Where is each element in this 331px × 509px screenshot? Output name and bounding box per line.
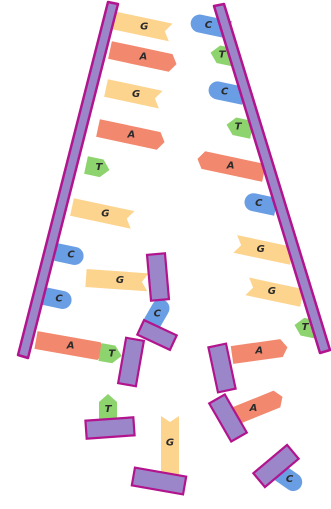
- base-letter: G: [268, 286, 276, 297]
- base-letter: A: [226, 160, 235, 171]
- left-strand-A-base: A: [96, 119, 166, 151]
- base-letter: T: [302, 322, 310, 333]
- base-letter: G: [257, 244, 265, 255]
- base-letter: A: [254, 346, 263, 357]
- base-letter: G: [116, 275, 124, 286]
- left-strand-C-base: C: [42, 287, 73, 310]
- free-nucleotide-g-G-base: G: [161, 416, 179, 476]
- free-nucleotide-a-A-base: A: [231, 338, 289, 364]
- right-strand-A-base: A: [196, 150, 266, 182]
- right-strand-G-base: G: [245, 278, 304, 307]
- base-letter: T: [105, 404, 113, 415]
- left-strand-G-base: G: [104, 79, 163, 108]
- base-letter: G: [132, 89, 140, 100]
- base-letter: C: [55, 294, 63, 305]
- loose-sugar-b: [118, 338, 144, 386]
- base-letter: T: [219, 50, 227, 61]
- left-strand-G-base: G: [110, 11, 172, 41]
- left-strand-G-base: G: [70, 198, 134, 228]
- base-letter: A: [249, 403, 258, 414]
- base-letter: C: [205, 20, 213, 31]
- left-strand-C-base: C: [54, 243, 85, 266]
- base-letter: A: [66, 341, 75, 352]
- left-strand-G-base: G: [85, 269, 148, 291]
- base-letter: A: [126, 130, 135, 141]
- base-letter: G: [101, 209, 109, 220]
- base-letter: C: [286, 474, 294, 485]
- base-letter: A: [138, 52, 147, 63]
- base-letter: G: [166, 438, 174, 449]
- left-strand-A-base: A: [34, 331, 106, 361]
- base-layer: G A G A T G C G C A C T C T A C G G T T C A A T G C: [34, 11, 319, 494]
- loose-sugar-a: [147, 253, 169, 300]
- base-letter: C: [221, 86, 229, 97]
- base-letter: C: [255, 198, 263, 209]
- base-letter: T: [95, 162, 103, 173]
- free-nucleotide-t-T-base: T: [98, 343, 123, 365]
- left-strand-A-base: A: [108, 41, 178, 73]
- base-letter: T: [108, 349, 116, 360]
- left-strand-T-base: T: [84, 156, 111, 179]
- base-letter: C: [67, 250, 75, 261]
- base-letter: C: [154, 308, 162, 319]
- base-letter: G: [140, 21, 148, 32]
- free-sugar-4: [85, 417, 134, 438]
- base-letter: T: [235, 122, 243, 133]
